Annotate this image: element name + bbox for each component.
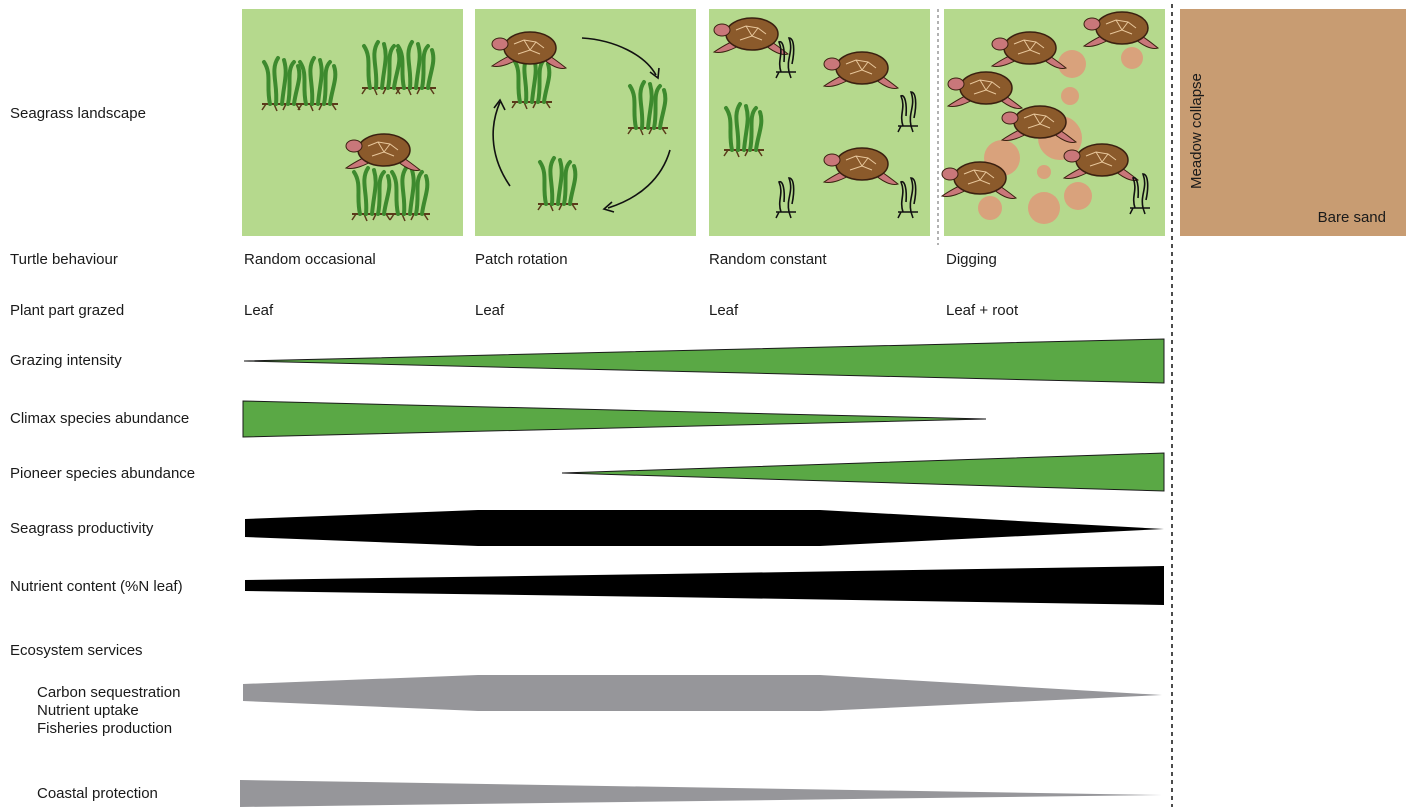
pioneer-abundance-wedge — [562, 453, 1164, 491]
climax-abundance-wedge — [243, 401, 986, 437]
grazing-intensity-wedge — [244, 339, 1164, 383]
coastal-protection-shape — [240, 780, 1162, 807]
panel-1-illustration — [262, 42, 436, 221]
nutrient-content-shape — [245, 566, 1164, 605]
panel-3-illustration — [714, 18, 918, 218]
panel-2-illustration — [492, 32, 670, 212]
productivity-shape — [245, 510, 1164, 546]
panel-4-illustration — [942, 12, 1158, 224]
services-group-shape — [243, 675, 1162, 711]
